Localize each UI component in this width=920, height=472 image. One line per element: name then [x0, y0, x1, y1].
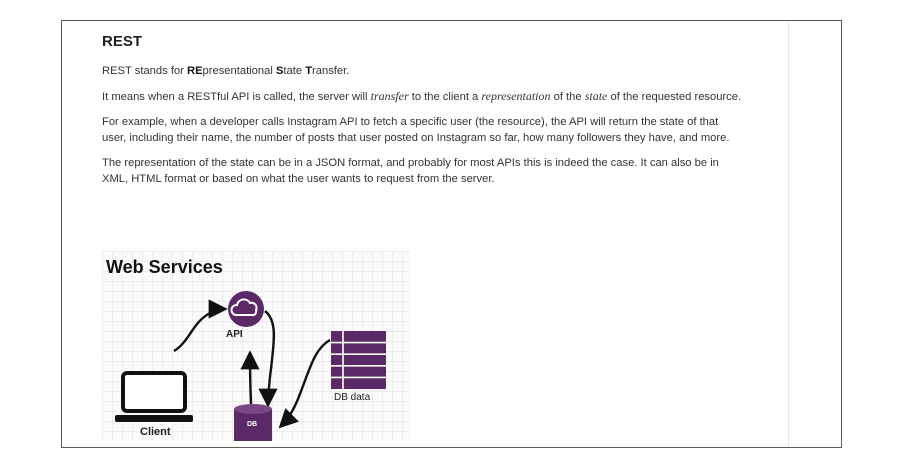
article-content: REST REST stands for REpresentational St… — [102, 33, 742, 196]
arrow-client-to-api — [173, 299, 228, 353]
diagram-canvas — [115, 291, 386, 441]
laptop-icon — [115, 371, 193, 422]
page-title: REST — [102, 33, 143, 50]
article-panel: REST REST stands for REpresentational St… — [61, 20, 842, 448]
database-icon — [234, 404, 272, 441]
api-label: API — [226, 329, 243, 340]
arrow-api-to-db — [258, 310, 278, 408]
diagram-title: Web Services — [106, 257, 223, 277]
sidebar-divider — [788, 21, 789, 447]
paragraph-meaning: It means when a RESTful API is called, t… — [102, 89, 742, 103]
client-label: Client — [140, 426, 171, 438]
db-label: DB — [247, 421, 258, 428]
arrow-dbdata-to-db — [278, 338, 331, 429]
web-services-diagram: Web Services API Client DB DB data — [102, 251, 410, 441]
paragraph-example: For example, when a developer calls Inst… — [102, 116, 730, 144]
paragraph-definition: REST stands for REpresentational State T… — [102, 65, 350, 77]
arrow-db-to-api — [240, 350, 260, 405]
db-data-label: DB data — [334, 392, 371, 403]
table-icon — [331, 331, 386, 389]
cloud-icon — [228, 291, 264, 327]
paragraph-formats: The representation of the state can be i… — [102, 157, 719, 185]
